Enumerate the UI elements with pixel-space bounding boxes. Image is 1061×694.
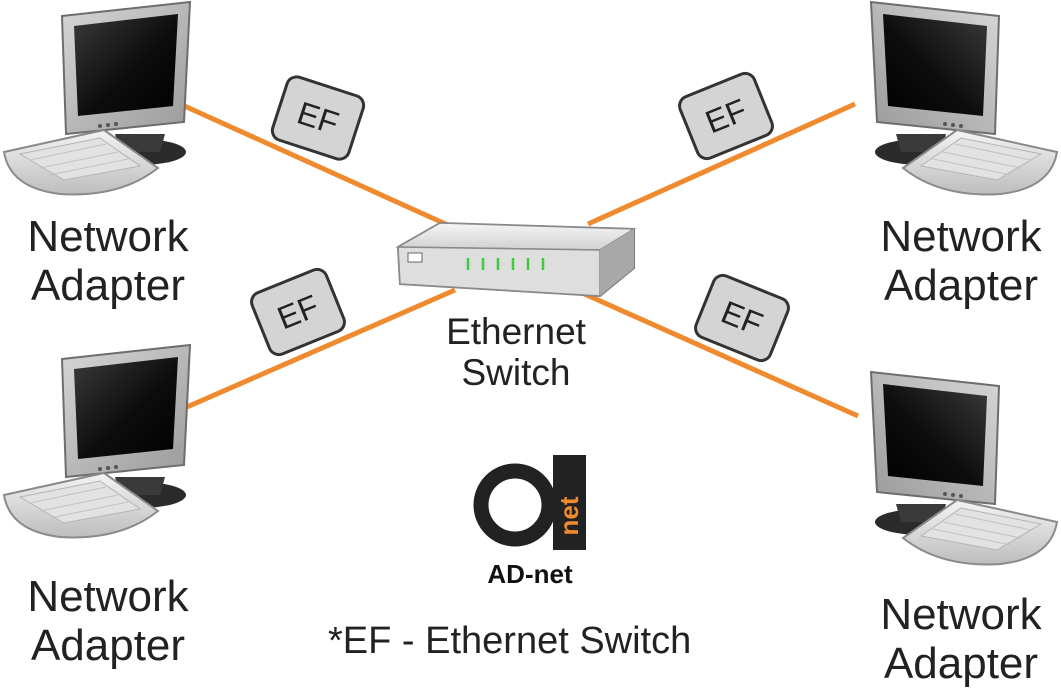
cable-bottom-left	[179, 287, 456, 413]
cable-top-left	[178, 101, 452, 229]
ef-chip-bottom-right: EF	[691, 270, 793, 366]
cable-top-right	[586, 101, 857, 227]
ef-chip-top-left: EF	[268, 72, 368, 164]
adnet-logo: net	[473, 455, 586, 550]
computer-top-right	[870, 1, 1058, 196]
logo-name: AD-net	[487, 559, 573, 589]
computer-bottom-right	[870, 371, 1058, 566]
ef-chip-top-right: EF	[675, 68, 777, 164]
computer-bottom-left	[3, 344, 191, 539]
ef-chip-bottom-left: EF	[247, 264, 349, 360]
svg-text:net: net	[554, 496, 584, 535]
cable-bottom-right	[578, 289, 860, 419]
ethernet-switch-icon	[395, 221, 637, 298]
footnote: *EF - Ethernet Switch	[328, 620, 692, 662]
computer-top-left	[3, 1, 191, 196]
